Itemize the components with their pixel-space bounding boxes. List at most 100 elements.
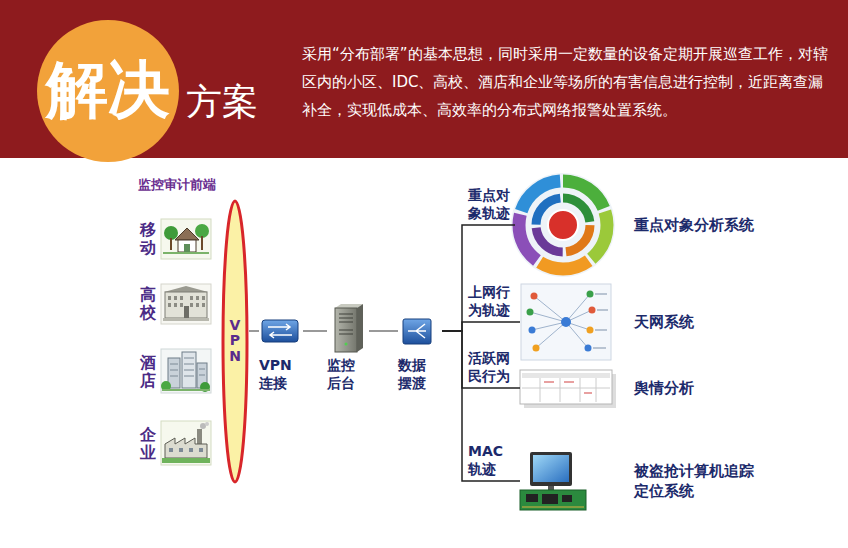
system-name: 重点对象分析系统 <box>634 215 754 235</box>
network-diagram-image <box>536 322 566 348</box>
header-band: 采用“分布部署”的基本思想，同时采用一定数量的设备定期开展巡查工作，对辖区内的小… <box>0 0 848 158</box>
connector-line <box>442 322 520 331</box>
system-name: 天网系统 <box>634 312 694 332</box>
ring-chart-image <box>519 181 607 269</box>
system-name: 被盗抢计算机追踪 定位系统 <box>634 461 760 502</box>
data-ferry-icon <box>403 319 431 344</box>
network-diagram-image <box>530 312 566 322</box>
college-icon <box>174 296 177 300</box>
front-end-site: 移动 <box>138 218 212 260</box>
factory-icon <box>179 448 183 452</box>
college-icon <box>163 318 209 321</box>
network-diagram-image <box>597 309 608 311</box>
monitor-board-image <box>548 486 554 490</box>
table-screenshot-image <box>564 381 574 383</box>
ring-chart-image <box>519 181 607 269</box>
monitor-board-image <box>562 495 572 502</box>
front-end-site: 企业 <box>138 422 212 466</box>
factory-icon <box>197 429 202 445</box>
table-screenshot-image <box>520 370 612 404</box>
server-icon <box>339 330 353 331</box>
network-diagram-image <box>566 294 590 322</box>
data-ferry-icon <box>408 324 426 338</box>
college-icon <box>161 284 211 324</box>
network-diagram-image <box>531 293 538 300</box>
network-diagram-image <box>593 293 608 349</box>
system-branch: 上网行 为轨迹天网系统 <box>520 283 612 361</box>
system-branch: MAC 轨迹被盗抢计算机追踪 定位系统 <box>520 450 588 512</box>
branch-label: MAC 轨迹 <box>468 442 514 478</box>
ring-chart-image <box>536 198 590 252</box>
hotel-icon <box>170 358 205 376</box>
vpn-switch-icon <box>262 320 298 342</box>
table-screenshot-image <box>560 378 561 402</box>
device-node: VPN 连接 <box>259 316 303 392</box>
college-icon <box>196 303 199 307</box>
ring-chart-image <box>536 198 590 252</box>
hotel-icon <box>170 364 178 365</box>
network-diagram-image <box>589 307 596 314</box>
hotel-icon <box>161 349 211 393</box>
table-screenshot-image <box>584 392 592 394</box>
table-screenshot-image <box>522 373 610 378</box>
network-diagram-image <box>534 296 566 322</box>
table-screenshot-image <box>540 378 541 402</box>
network-diagram-image <box>529 327 536 334</box>
monitor-board-image <box>520 490 586 510</box>
site-name: 酒店 <box>140 354 156 389</box>
network-diagram-image <box>587 291 594 298</box>
ring-chart-image <box>548 210 578 240</box>
table-screenshot-image <box>522 388 610 389</box>
table-screenshot-image <box>544 381 554 383</box>
network-diagram-image <box>585 345 592 352</box>
factory-icon <box>169 448 173 452</box>
server-icon <box>345 343 348 346</box>
hotel-icon <box>184 376 194 377</box>
connector-line <box>442 331 520 481</box>
server-icon <box>339 314 353 334</box>
network-diagram-image <box>566 322 588 348</box>
college-icon <box>174 303 177 307</box>
hotel-icon <box>184 364 194 365</box>
connector-line <box>442 331 520 388</box>
network-diagram-image <box>595 293 607 295</box>
network-diagram-image <box>530 294 592 348</box>
front-end-site: 高校 <box>138 283 212 325</box>
college-icon <box>180 296 183 300</box>
house-icon <box>178 240 196 252</box>
server-icon <box>339 314 353 315</box>
intro-paragraph: 采用“分布部署”的基本思想，同时采用一定数量的设备定期开展巡查工作，对辖区内的小… <box>302 40 834 124</box>
table-screenshot-image <box>520 370 616 408</box>
table-screenshot-image <box>580 378 581 402</box>
factory-icon <box>189 448 193 452</box>
ring-chart-image <box>536 198 590 252</box>
server-icon <box>339 334 353 335</box>
table-screenshot-image <box>522 378 610 402</box>
device-label: 监控 后台 <box>327 356 369 392</box>
vpn-ellipse: VPN <box>221 199 249 484</box>
device-label: VPN 连接 <box>259 356 303 392</box>
ring-chart-image <box>519 181 607 269</box>
connector-line <box>369 330 398 332</box>
network-diagram-image <box>521 284 611 360</box>
college-icon <box>202 303 205 307</box>
system-branch: 重点对 象轨迹重点对象分析系统 <box>515 173 611 277</box>
ring-chart-image <box>519 181 607 269</box>
section-label: 监控审计前端 <box>138 176 216 194</box>
factory-icon <box>199 448 203 452</box>
network-diagram-image <box>533 345 540 352</box>
front-end-site: 酒店 <box>138 350 212 394</box>
network-diagram-image <box>521 284 611 360</box>
vpn-ellipse-shape <box>223 201 247 482</box>
branch-label: 上网行 为轨迹 <box>468 283 514 319</box>
monitor-board-image <box>533 455 569 482</box>
site-name: 企业 <box>140 426 156 461</box>
college-icon <box>168 303 171 307</box>
data-ferry-icon <box>403 319 431 344</box>
site-name: 移动 <box>140 221 156 256</box>
connector-line <box>303 330 327 332</box>
college-icon <box>168 296 171 300</box>
house-icon <box>184 244 190 252</box>
house-icon <box>175 228 199 240</box>
